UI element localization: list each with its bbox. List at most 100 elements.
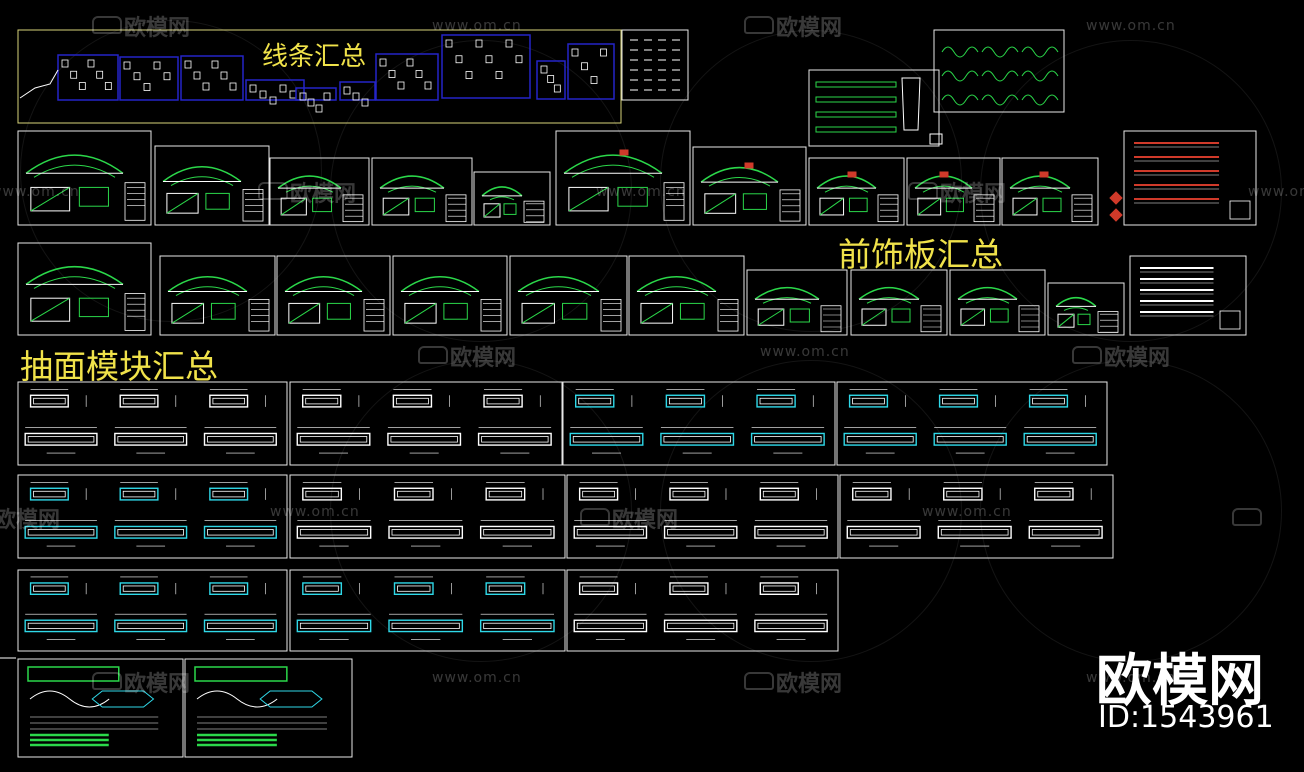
drawer-face-long: [477, 432, 552, 446]
arch-profile-detail: [326, 302, 351, 320]
drawer-face-long: [203, 619, 277, 633]
watermark-text: 欧模网: [612, 508, 679, 533]
front-panel-sheet: [509, 255, 628, 336]
watermark-text: 欧模网: [1104, 346, 1171, 371]
watermark-circle: [980, 360, 1282, 662]
drawer-face-long: [388, 619, 464, 633]
arch-inner-curve: [525, 286, 592, 296]
drawer-module-sheet: [289, 569, 566, 652]
drawer-face-small: [756, 394, 796, 408]
arch-inner-curve: [1017, 185, 1063, 193]
drawer-face-inner: [488, 490, 523, 498]
arch-section-detail: [757, 308, 785, 326]
drawer-face-inner: [212, 585, 245, 592]
arch-section-detail: [568, 186, 609, 212]
moulding-strip: [815, 126, 897, 133]
drawer-face-inner: [667, 529, 735, 536]
moulding-profile: [78, 82, 86, 90]
watermark-text: 欧模网: [450, 346, 517, 371]
drawer-face-small: [665, 394, 706, 408]
moulding-profile: [299, 92, 307, 101]
drawer-face-small: [578, 582, 619, 596]
arch-hatch: [288, 302, 320, 324]
detail-sheet: [184, 658, 353, 758]
drawer-face-small: [1034, 487, 1074, 501]
watermark-url: www.om.cn: [432, 18, 522, 34]
drawer-face-inner: [486, 397, 520, 405]
arch-section-detail: [483, 203, 501, 218]
brand-id: ID:1543961: [1098, 700, 1274, 735]
arch-inner-curve: [33, 164, 116, 178]
moulding-profile: [361, 98, 369, 107]
moulding-profile: [70, 70, 78, 79]
moulding-profile: [220, 71, 228, 80]
watermark-url: www.om.cn: [1086, 18, 1176, 34]
arch-profile-detail: [617, 186, 648, 207]
moulding-detail-sheet: [245, 79, 305, 101]
watermark-text: 欧模网: [776, 672, 843, 697]
moulding-profile: [397, 81, 405, 90]
watermark-text: 欧模网: [776, 16, 843, 41]
front-panel-sheet: [746, 269, 848, 336]
drawer-face-inner: [1026, 436, 1094, 443]
front-panel-sheet: [269, 157, 370, 226]
watermark-logo-icon: [418, 346, 448, 364]
front-panel-sheet: [1001, 157, 1099, 226]
sheet-titleblock: [973, 194, 995, 223]
moulding-detail-sheet: [295, 87, 337, 101]
moulding-profile: [202, 82, 210, 91]
moulding-profile: [315, 104, 323, 113]
arch-outer-curve: [25, 154, 124, 174]
watermark-circle: [20, 20, 322, 322]
moulding-profile: [249, 84, 257, 93]
drawer-face-long: [479, 525, 555, 539]
arch-keystone: [847, 171, 857, 178]
arch-inner-curve: [170, 176, 234, 186]
arch-profile-detail: [1042, 197, 1062, 213]
arch-outer-curve: [167, 276, 248, 293]
arch-hatch: [757, 308, 785, 326]
drawer-face-inner: [762, 585, 796, 592]
arch-hatch: [819, 197, 844, 216]
strip-sheet: [1123, 130, 1257, 226]
moulding-profile: [279, 84, 287, 93]
moulding-profile: [211, 60, 219, 69]
drawer-face-long: [933, 432, 1007, 446]
drawer-face-long: [24, 525, 98, 539]
drawer-module-sheet: [17, 381, 288, 466]
front-panel-sheet: [1047, 282, 1125, 336]
arch-inner-curve: [285, 185, 334, 193]
sheet-titleblock: [124, 182, 146, 221]
drawer-face-inner: [855, 490, 889, 498]
watermark-text: 欧模网: [124, 16, 191, 41]
arch-hatch: [1012, 197, 1038, 216]
arch-profile-detail: [848, 197, 868, 213]
drawer-face-inner: [299, 529, 369, 536]
watermark-logo-icon: [1232, 508, 1262, 526]
drawer-face-inner: [481, 436, 549, 443]
arch-inner-curve: [866, 297, 912, 304]
arch-section-detail: [960, 308, 986, 326]
watermark-logo-icon: [258, 182, 288, 200]
arch-outer-curve: [754, 287, 820, 300]
arch-outer-curve: [563, 154, 663, 174]
arch-inner-curve: [824, 185, 869, 193]
watermark-logo-icon: [580, 508, 610, 526]
moulding-detail-sheet: [536, 60, 566, 100]
sheet-titleblock: [342, 194, 364, 223]
sheet-titleblock: [523, 200, 545, 223]
arch-section-detail: [521, 302, 555, 324]
front-panel-sheet: [808, 157, 905, 226]
drawer-module-sheet: [566, 474, 839, 559]
front-panel-sheet: [692, 146, 807, 226]
drawer-face-long: [663, 525, 738, 539]
moulding-profile: [352, 92, 360, 101]
moulding-profile: [406, 58, 414, 67]
arch-keystone: [744, 162, 754, 169]
drawer-face-inner: [1031, 529, 1100, 536]
drawer-face-small: [29, 394, 69, 408]
sheet-titleblock: [1018, 305, 1040, 333]
arch-inner-curve: [387, 185, 437, 193]
moulding-strip: [815, 81, 897, 88]
